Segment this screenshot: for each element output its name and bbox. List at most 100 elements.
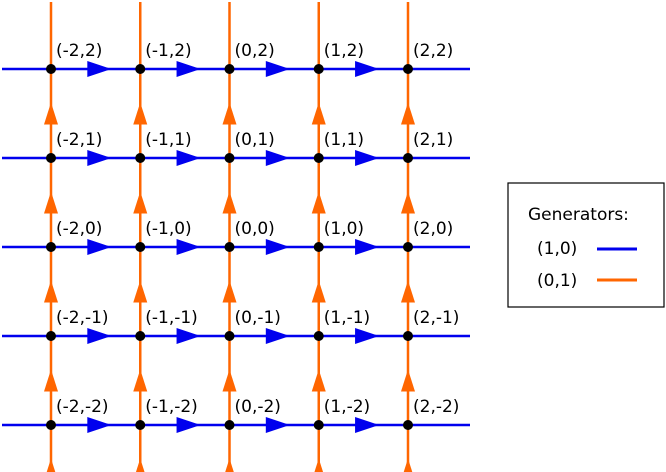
arrow-right-0_0	[265, 239, 290, 255]
arrow-right-0_-1	[265, 328, 290, 344]
arrow-up--2_0	[44, 280, 58, 303]
arrow-up-1_0	[311, 280, 326, 303]
arrow-up--2_1	[44, 191, 58, 214]
node-label-0_2: (0,2)	[235, 41, 275, 61]
node--1_1	[135, 153, 146, 163]
node--1_2	[135, 64, 146, 74]
arrow-up-2_-1	[401, 369, 415, 392]
arrow-right--2_0	[87, 239, 112, 255]
node-label--1_-2: (-1,-2)	[145, 397, 198, 417]
arrow-up-0_0	[222, 280, 237, 303]
arrow-right--1_-2	[176, 417, 201, 433]
legend-label-1: (1,0)	[537, 239, 577, 259]
arrow-right-0_1	[265, 150, 290, 166]
node-2_2	[403, 64, 413, 74]
node-label-1_-2: (1,-2)	[324, 397, 370, 417]
arrow-up-0_-1	[222, 369, 237, 392]
node--2_1	[46, 153, 56, 163]
arrow-right-1_-2	[355, 417, 380, 433]
node-label-1_2: (1,2)	[324, 41, 364, 61]
arrow-up-0_1	[222, 191, 237, 214]
node-0_1	[224, 153, 235, 163]
node-label-2_2: (2,2)	[413, 41, 453, 61]
node-2_-2	[403, 420, 413, 430]
arrow-right-0_-2	[265, 417, 290, 433]
node-1_-1	[313, 331, 324, 341]
node-label-0_-2: (0,-2)	[235, 397, 281, 417]
node--2_2	[46, 64, 56, 74]
arrow-right--2_1	[87, 150, 112, 166]
node--2_-1	[46, 331, 56, 341]
node--2_-2	[46, 420, 56, 430]
arrow-right--2_2	[87, 61, 112, 77]
arrow-right--2_-1	[87, 328, 112, 344]
arrow-right--1_1	[176, 150, 201, 166]
arrow-up-2_-2	[403, 458, 413, 472]
edge-arrows	[44, 61, 415, 472]
node-label--2_-2: (-2,-2)	[56, 397, 109, 417]
node-label--2_2: (-2,2)	[56, 41, 102, 61]
node-label-1_1: (1,1)	[324, 130, 364, 150]
node--1_0	[135, 242, 146, 252]
arrow-up--2_2	[44, 102, 58, 125]
arrow-right--1_0	[176, 239, 201, 255]
node--1_-2	[135, 420, 146, 430]
vertical-edges	[49, 2, 410, 470]
node-label--1_-1: (-1,-1)	[145, 308, 198, 328]
node-label--2_-1: (-2,-1)	[56, 308, 109, 328]
legend: Generators: (1,0) (0,1)	[507, 182, 665, 308]
node-0_0	[224, 242, 235, 252]
node-1_0	[313, 242, 324, 252]
arrow-right--1_-1	[176, 328, 201, 344]
arrow-up-1_2	[311, 102, 326, 125]
arrow-up-1_-1	[311, 369, 326, 392]
node-label-0_0: (0,0)	[235, 219, 275, 239]
legend-title: Generators:	[528, 205, 629, 225]
arrow-up--1_-1	[133, 369, 148, 392]
arrow-up--2_-1	[44, 369, 58, 392]
legend-box	[507, 182, 665, 308]
graph-nodes	[46, 64, 413, 430]
arrow-up-0_2	[222, 102, 237, 125]
node-label-2_-1: (2,-1)	[413, 308, 459, 328]
node-label-2_-2: (2,-2)	[413, 397, 459, 417]
node-1_1	[313, 153, 324, 163]
arrow-up-0_-2	[225, 458, 234, 472]
arrow-up--1_-2	[135, 458, 145, 472]
horizontal-edges	[2, 67, 470, 427]
node-label--1_2: (-1,2)	[145, 41, 191, 61]
arrow-up--1_1	[133, 191, 148, 214]
arrow-up-1_1	[311, 191, 326, 214]
node-2_1	[403, 153, 413, 163]
node-2_-1	[403, 331, 413, 341]
node-1_-2	[313, 420, 324, 430]
arrow-right-1_2	[355, 61, 380, 77]
node-0_2	[224, 64, 235, 74]
arrow-up--2_-2	[46, 458, 56, 472]
arrow-up-2_0	[401, 280, 415, 303]
node-2_0	[403, 242, 413, 252]
node-label-2_0: (2,0)	[413, 219, 453, 239]
arrow-right--2_-2	[87, 417, 112, 433]
arrow-right-1_1	[355, 150, 380, 166]
node-0_-2	[224, 420, 235, 430]
arrow-up--1_0	[133, 280, 148, 303]
node-label-0_-1: (0,-1)	[235, 308, 281, 328]
node-label-1_-1: (1,-1)	[324, 308, 370, 328]
arrow-right-1_0	[355, 239, 380, 255]
arrow-right-1_-1	[355, 328, 380, 344]
node-label-0_1: (0,1)	[235, 130, 275, 150]
node--1_-1	[135, 331, 146, 341]
node-label-2_1: (2,1)	[413, 130, 453, 150]
arrow-right--1_2	[176, 61, 201, 77]
arrow-up-1_-2	[314, 458, 324, 472]
node--2_0	[46, 242, 56, 252]
node-1_2	[313, 64, 324, 74]
arrow-up-2_2	[401, 102, 415, 125]
arrow-up-2_1	[401, 191, 415, 214]
node-label--1_1: (-1,1)	[145, 130, 191, 150]
node-label--2_0: (-2,0)	[56, 219, 102, 239]
node-0_-1	[224, 331, 235, 341]
node-label-1_0: (1,0)	[324, 219, 364, 239]
